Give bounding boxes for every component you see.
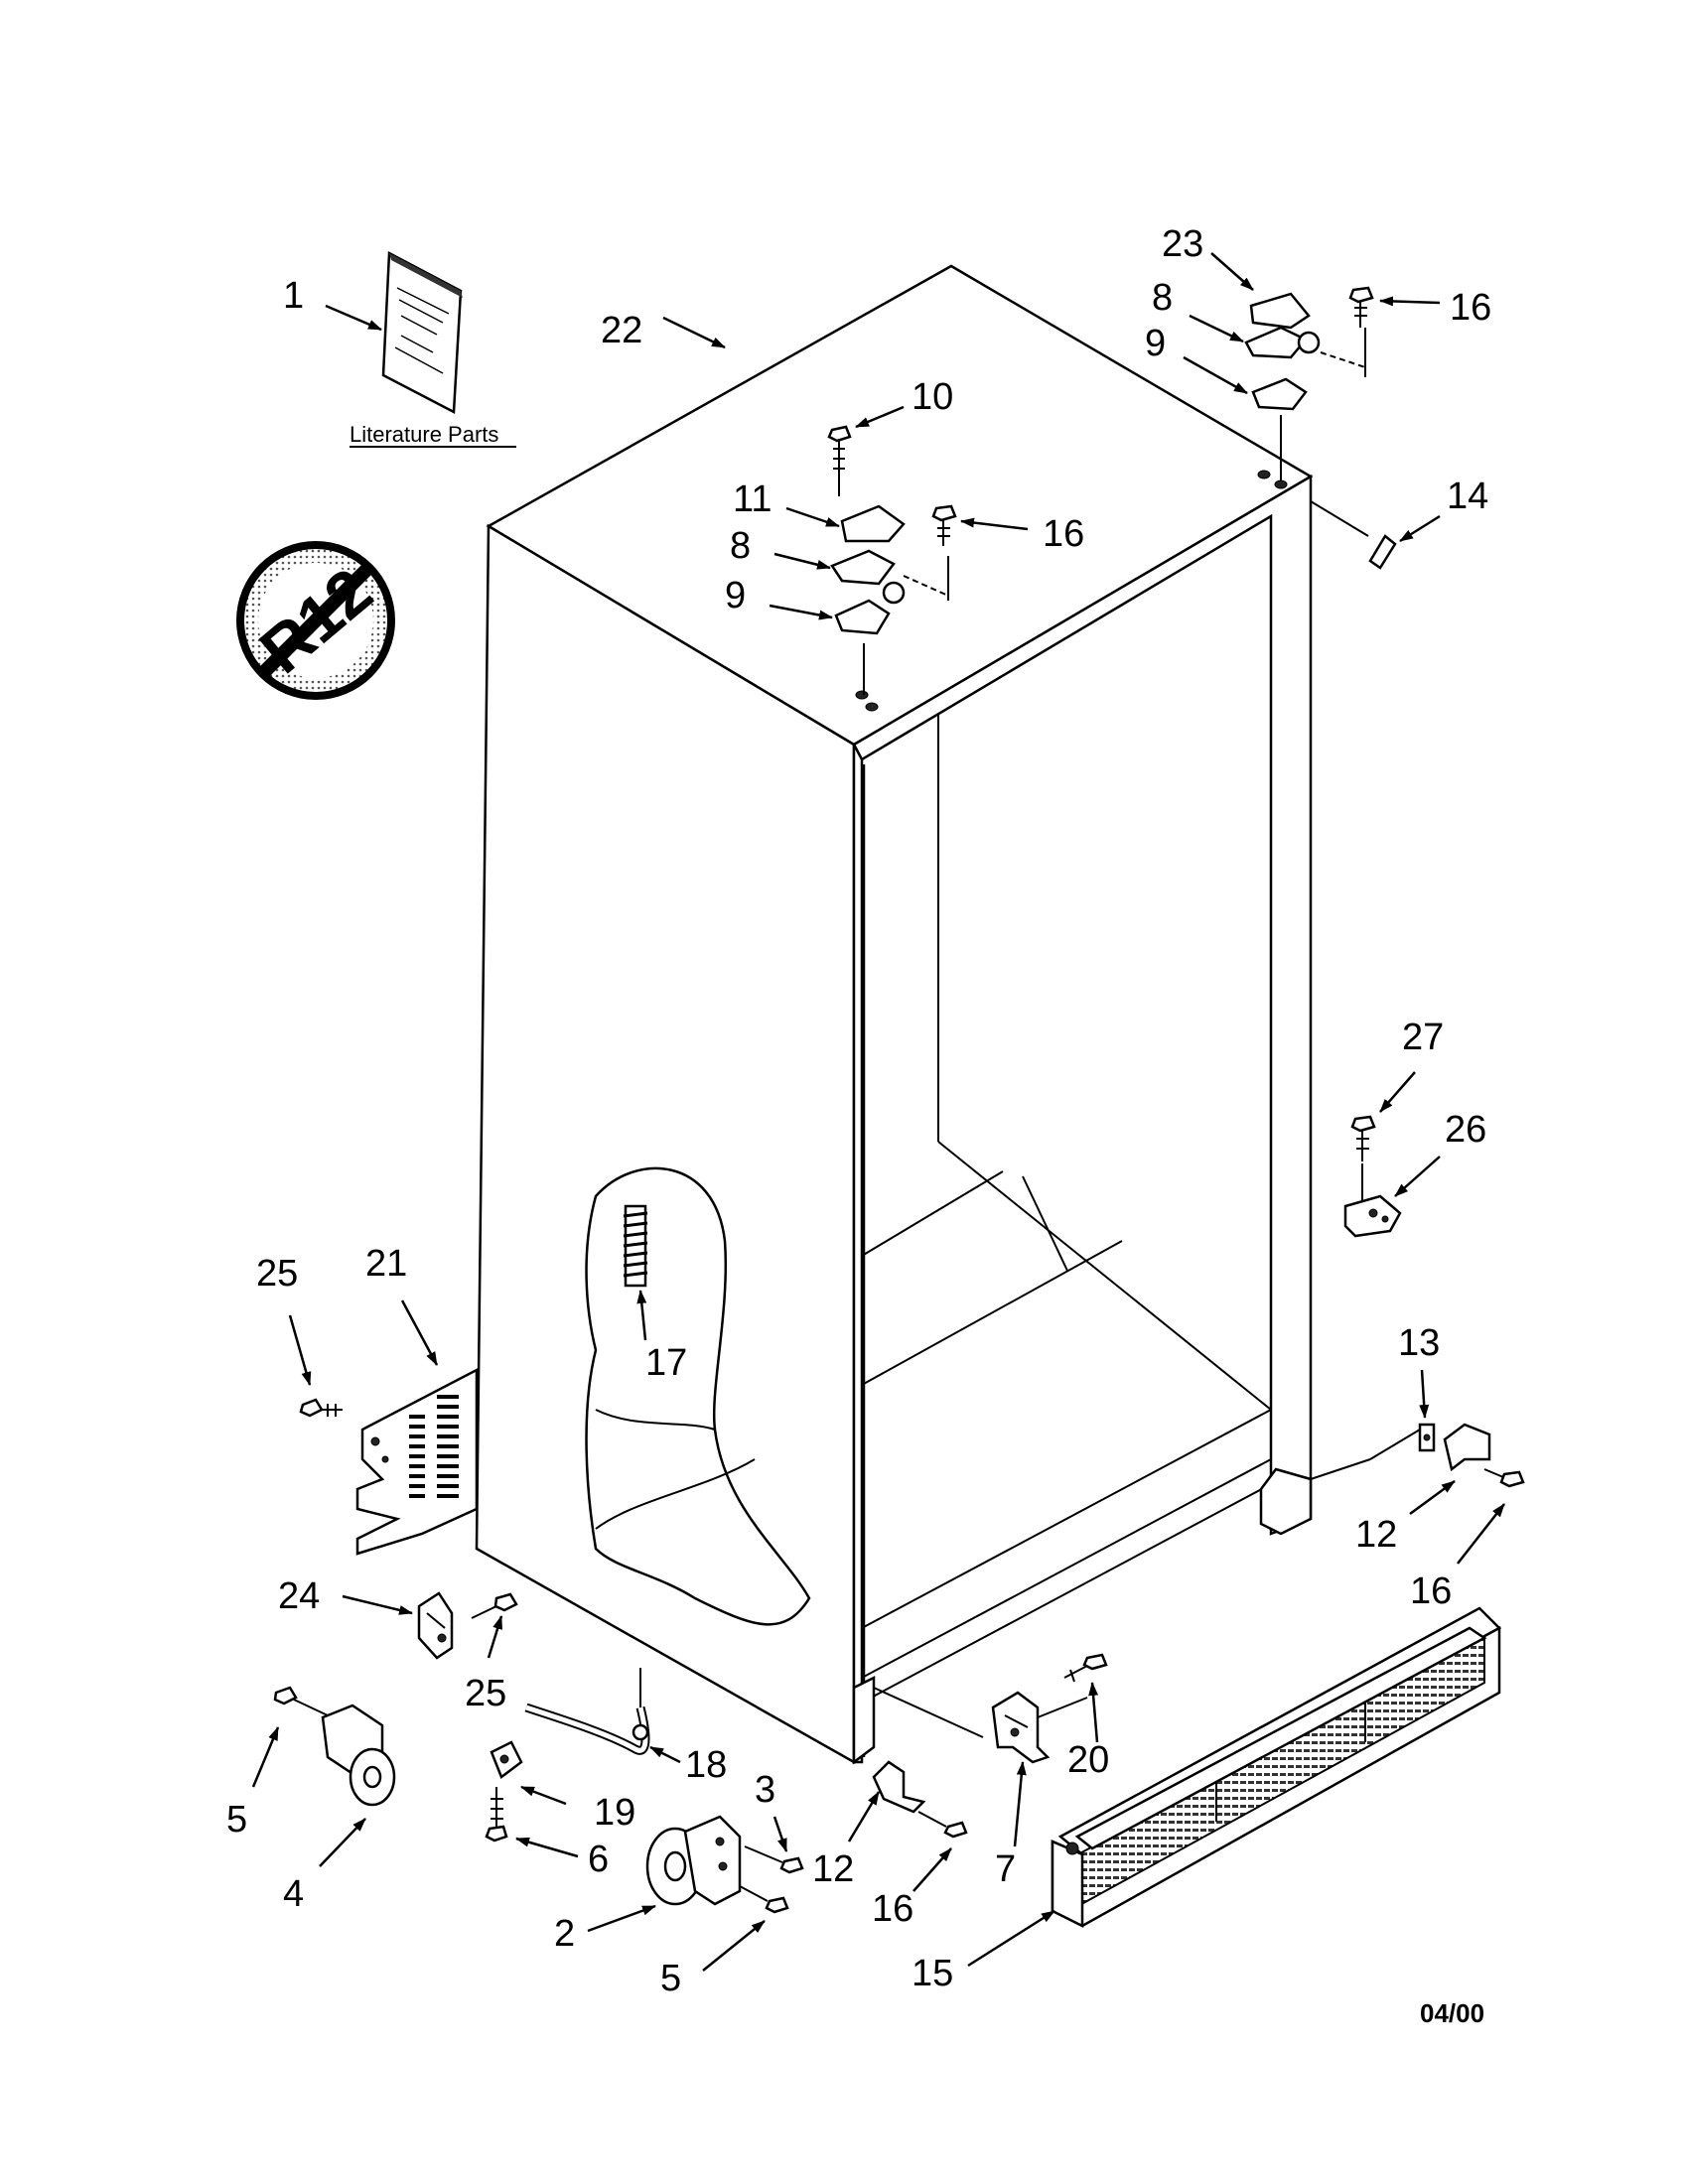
screw-5-left: [273, 1686, 329, 1716]
callout-12-right: 12: [1355, 1514, 1397, 1556]
callout-6: 6: [588, 1839, 609, 1880]
callout-1: 1: [283, 275, 304, 317]
callout-3: 3: [755, 1769, 775, 1811]
callout-20: 20: [1067, 1739, 1109, 1781]
part-18-tube: [524, 1668, 650, 1755]
callout-10: 10: [912, 376, 953, 418]
callout-21: 21: [365, 1243, 407, 1285]
screw-3: [744, 1845, 804, 1874]
screw-10: [827, 425, 852, 496]
callout-17: 17: [645, 1342, 687, 1384]
part-14-clip: [1310, 500, 1397, 570]
callout-14: 14: [1447, 476, 1488, 517]
part-19-clip: [490, 1740, 523, 1779]
callout-2: 2: [554, 1913, 575, 1955]
screw-20: [1063, 1653, 1108, 1683]
part-4-roller-left: [273, 1686, 396, 1807]
upper-left-hinge-assembly: [827, 425, 957, 695]
screw-5-front: [739, 1885, 789, 1914]
callout-19: 19: [594, 1792, 635, 1834]
callout-16-upper-left: 16: [1043, 513, 1084, 555]
callout-26: 26: [1445, 1109, 1486, 1151]
callout-5-left: 5: [226, 1799, 247, 1841]
callout-7: 7: [995, 1848, 1016, 1890]
callout-13: 13: [1398, 1322, 1440, 1364]
callout-8-upper-right: 8: [1152, 277, 1173, 319]
callout-16-center: 16: [872, 1888, 913, 1930]
callout-15: 15: [912, 1953, 953, 1994]
callout-23: 23: [1162, 223, 1203, 265]
part-26-27-bracket: [1343, 1115, 1402, 1238]
callout-27: 27: [1402, 1017, 1444, 1058]
date-code: 04/00: [1420, 1998, 1484, 2028]
callout-25-left: 25: [256, 1253, 298, 1295]
screw-16-top-right: [1348, 286, 1374, 328]
callout-4: 4: [283, 1873, 304, 1915]
upper-right-hinge-assembly: [1244, 286, 1374, 481]
callout-16-upper-right: 16: [1450, 287, 1491, 329]
screw-25-left: [299, 1398, 343, 1418]
callout-9-upper-right: 9: [1145, 323, 1166, 364]
screw-16-right: [1483, 1468, 1525, 1488]
callout-16-right: 16: [1410, 1570, 1452, 1612]
screw-6: [485, 1787, 508, 1843]
part-2-roller-front: [645, 1815, 742, 1906]
callout-5-front: 5: [660, 1958, 681, 1999]
screw-27: [1350, 1115, 1376, 1161]
part-15-toe-grille: [1051, 1606, 1502, 1929]
callout-24: 24: [278, 1575, 320, 1617]
part-24-bracket: [417, 1591, 454, 1660]
callout-8-upper-left: 8: [730, 525, 751, 567]
no-r12-symbol: R12: [236, 541, 395, 700]
screw-25-lower: [471, 1592, 518, 1619]
callout-22: 22: [601, 310, 642, 351]
callout-25-lower: 25: [465, 1673, 506, 1714]
part-17-spring: [623, 1204, 648, 1288]
literature-parts-booklet: Literature Parts: [350, 250, 516, 448]
screw-16-upper-left: [931, 504, 957, 546]
part-7-bracket: [991, 1691, 1088, 1764]
callout-12-center: 12: [812, 1848, 854, 1890]
refrigerator-cabinet: [475, 264, 1421, 1765]
part-12-bracket-center: [872, 1760, 968, 1839]
callout-9-upper-left: 9: [725, 575, 746, 616]
callout-18: 18: [685, 1744, 727, 1786]
right-lower-bracket-assembly: [1418, 1423, 1525, 1488]
literature-parts-caption: Literature Parts: [350, 422, 498, 447]
callout-11: 11: [733, 478, 772, 520]
part-21-panel: [355, 1367, 479, 1556]
